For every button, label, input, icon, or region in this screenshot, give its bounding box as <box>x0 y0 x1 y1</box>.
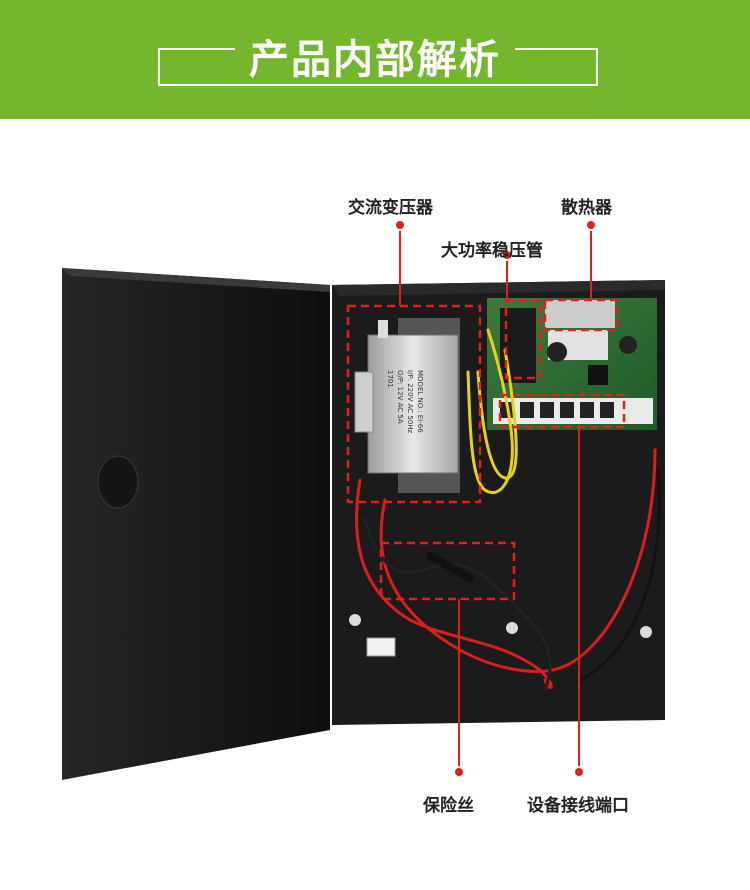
transformer-label: 交流变压器 <box>348 198 433 218</box>
transformer-callout-box <box>346 304 482 504</box>
regulator-marker <box>501 249 513 261</box>
fuse-label: 保险丝 <box>423 796 474 816</box>
circuit-board <box>487 298 657 430</box>
svg-text:O/P: 12V AC 5A: O/P: 12V AC 5A <box>396 370 404 424</box>
regulator-callout-box <box>504 298 542 380</box>
product-photo: MODEL NO.: EI-66 I/P: 220V AC 50Hz O/P: … <box>62 219 665 780</box>
heatsink-label: 散热器 <box>561 198 612 218</box>
transformer-marker <box>394 219 406 231</box>
fuse-marker <box>453 766 465 778</box>
terminal-marker <box>573 766 585 778</box>
terminal-label: 设备接线端口 <box>527 796 629 816</box>
regulator-label: 大功率稳压管 <box>441 241 543 261</box>
heatsink-callout-box <box>543 298 619 332</box>
fuse-callout-box <box>379 541 516 601</box>
transformer: MODEL NO.: EI-66 I/P: 220V AC 50Hz O/P: … <box>354 318 460 493</box>
heatsink-marker <box>585 219 597 231</box>
page-title: 产品内部解析 <box>0 32 750 88</box>
svg-text:MODEL NO.: EI-66: MODEL NO.: EI-66 <box>416 370 424 433</box>
svg-text:I/P: 220V AC 50Hz: I/P: 220V AC 50Hz <box>406 370 414 434</box>
svg-text:1701: 1701 <box>386 370 394 388</box>
enclosure-door <box>62 268 330 780</box>
